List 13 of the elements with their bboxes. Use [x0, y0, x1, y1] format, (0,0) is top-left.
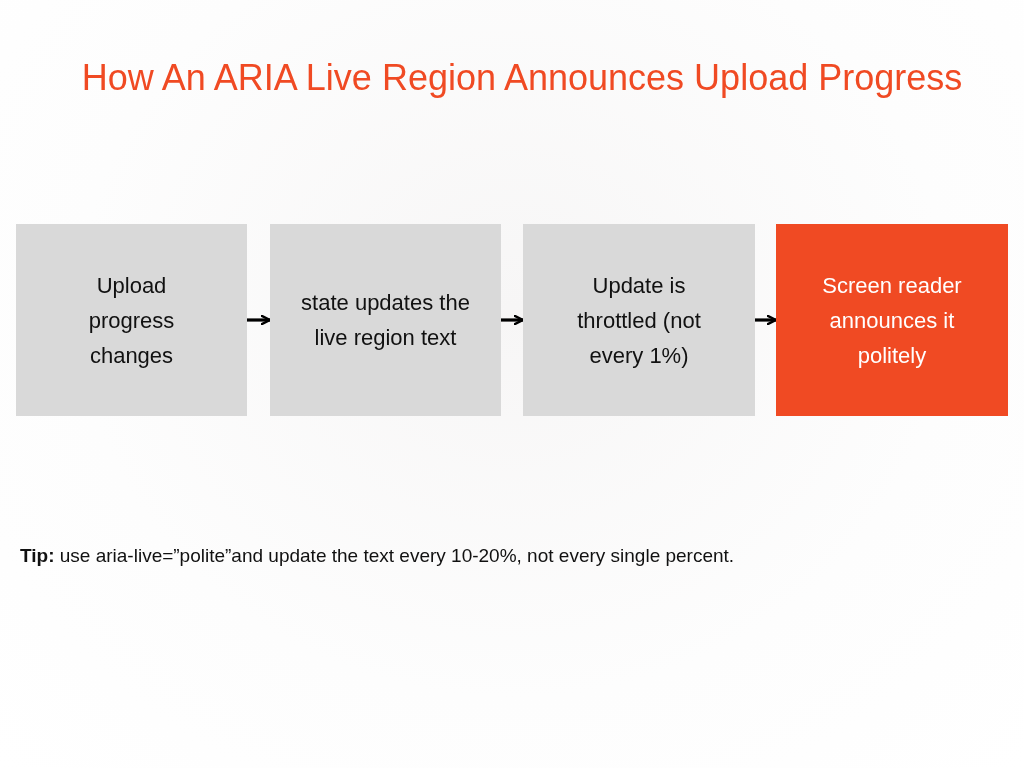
arrow — [755, 314, 778, 326]
title: How An ARIA Live Region Announces Upload Progress — [80, 56, 964, 100]
box-text: Update is throttled (not every 1%) — [576, 271, 702, 370]
arrow — [247, 314, 272, 326]
tip-note: Tip: use aria-live=”polite”and update the text every 10-20%, not every single percent. — [20, 544, 735, 568]
process-box — [523, 224, 755, 416]
box-text: Screen reader announces it politely — [821, 271, 963, 370]
arrow — [501, 314, 525, 326]
process-box — [270, 224, 501, 416]
box-text: Upload progress changes — [87, 271, 176, 370]
process-box — [16, 224, 247, 416]
process-box — [776, 224, 1008, 416]
box-text: state updates the live region text — [300, 289, 471, 352]
